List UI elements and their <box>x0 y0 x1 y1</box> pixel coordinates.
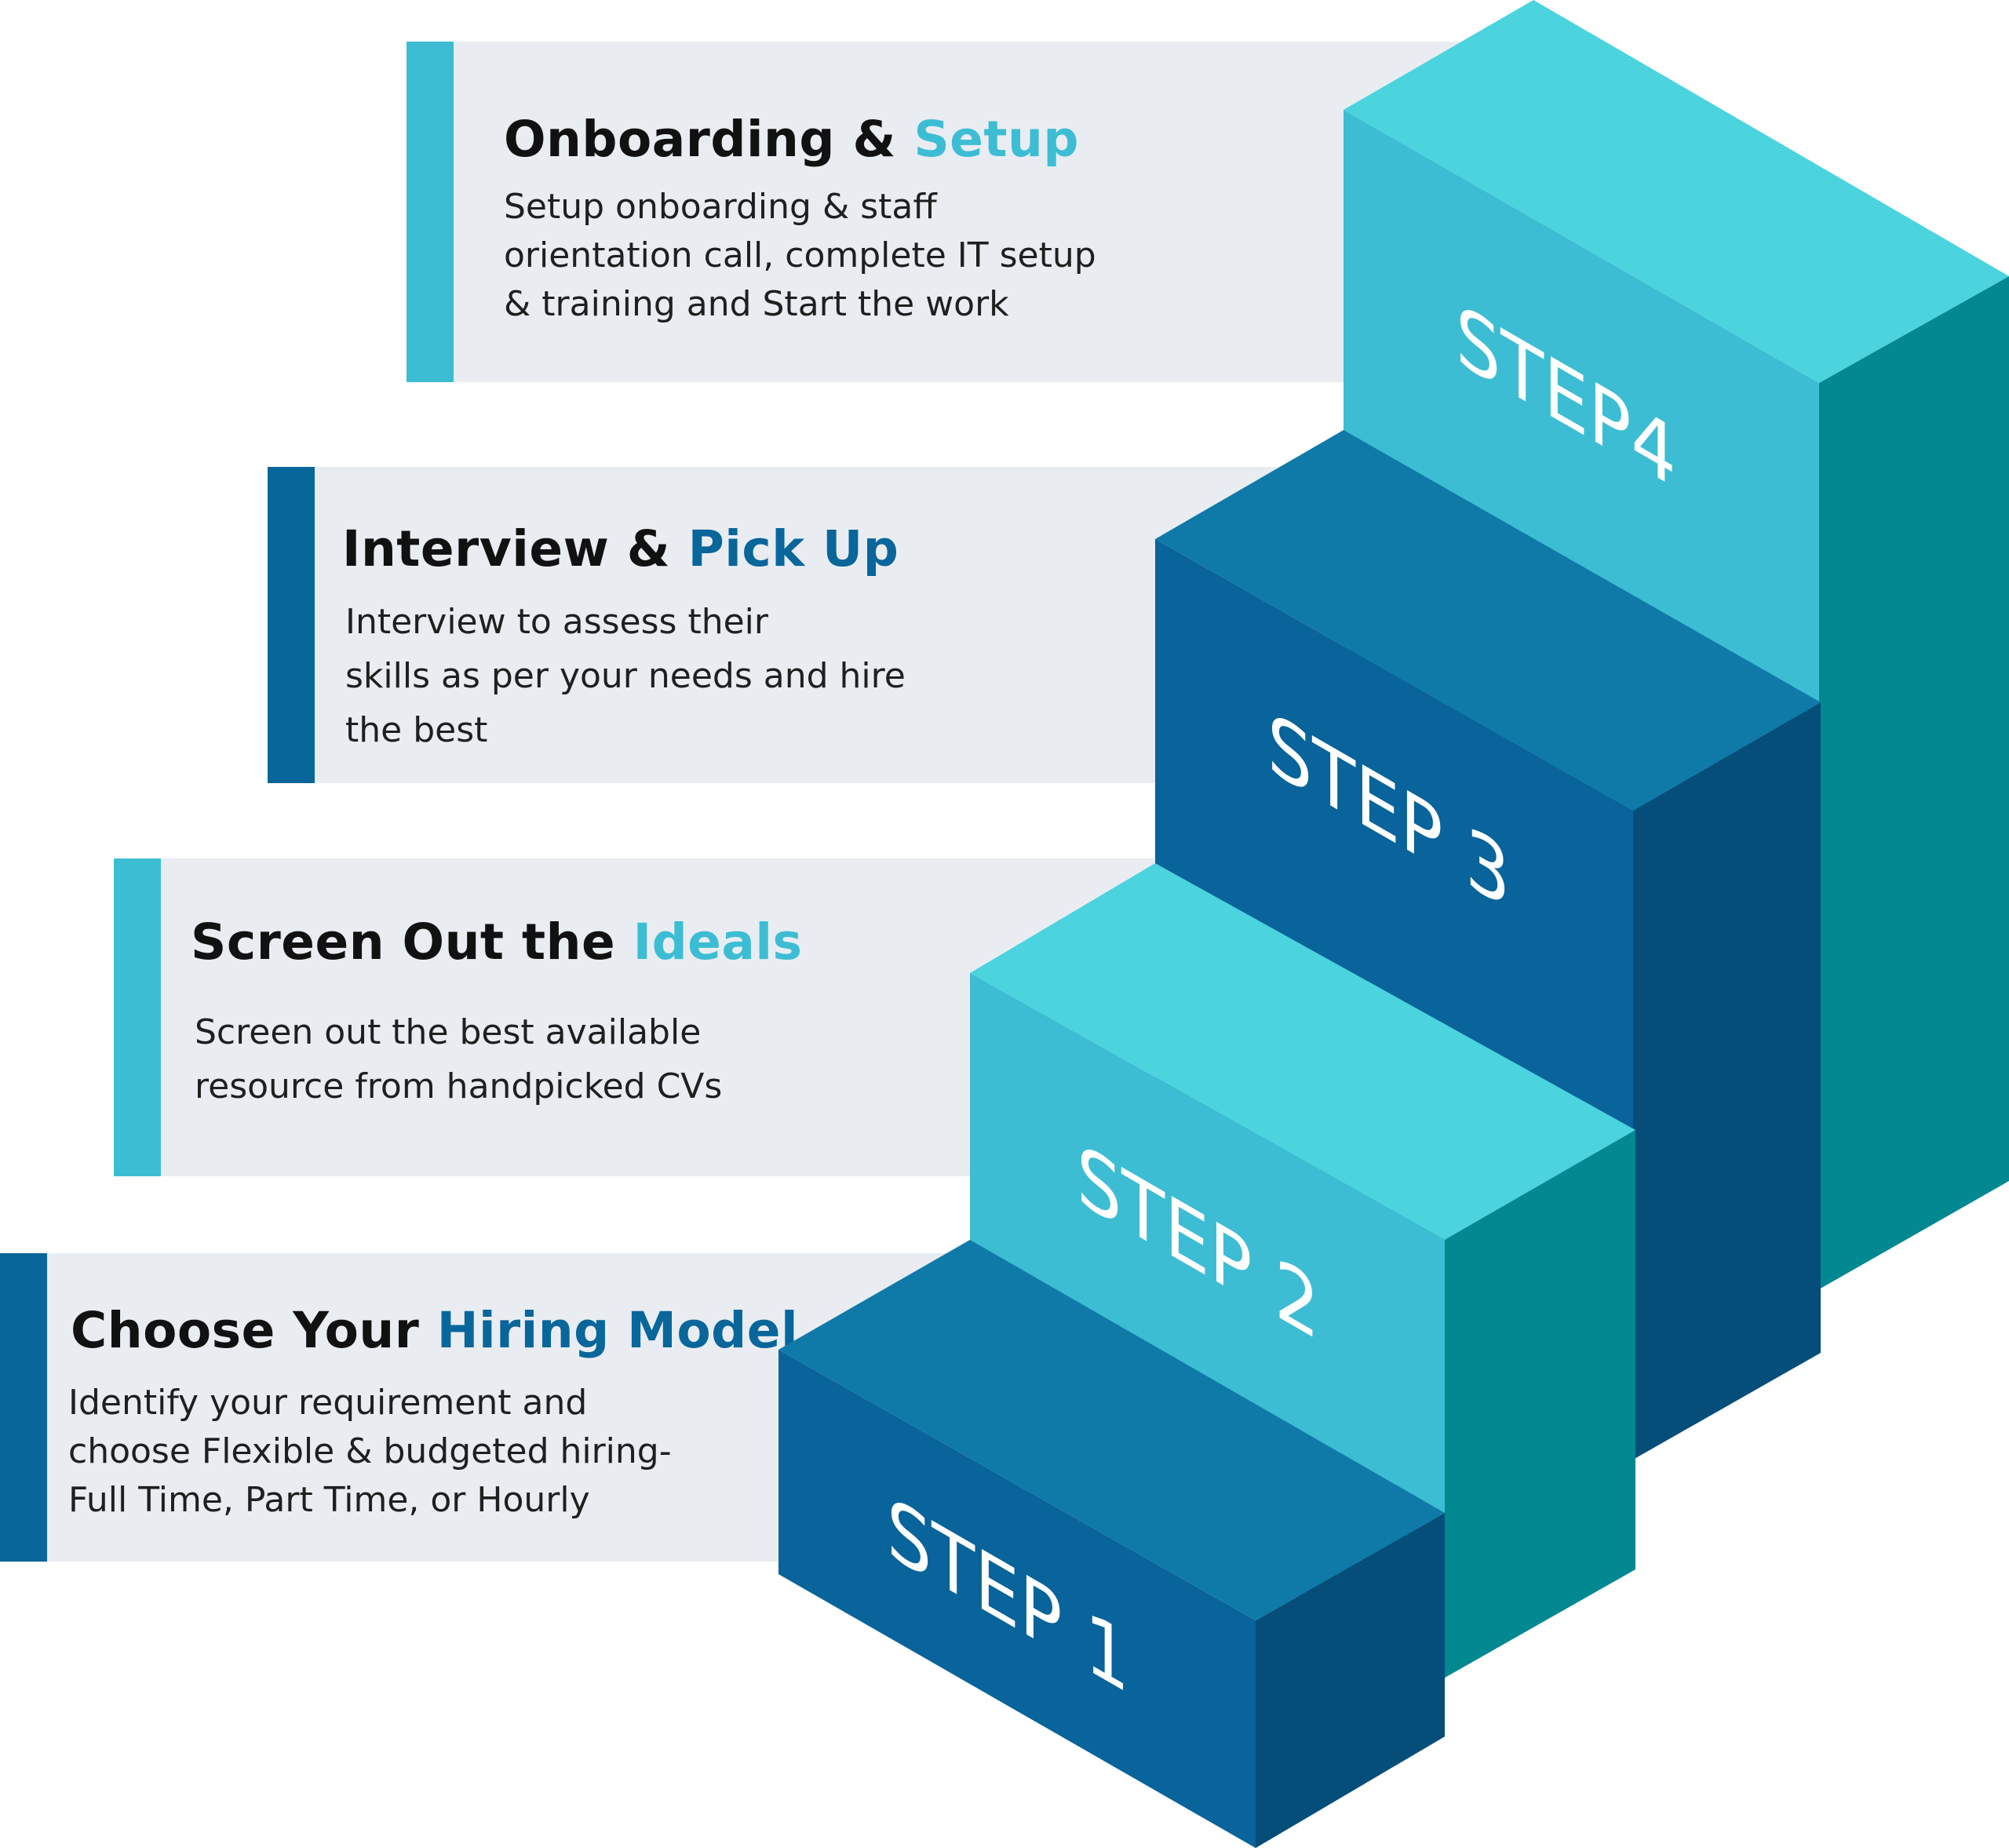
step-1-description: Identify your requirement and choose Fle… <box>68 1379 672 1525</box>
step-3-title-main: Interview & <box>342 520 688 578</box>
step-3-desc-line: Interview to assess their <box>345 602 768 642</box>
step-1-desc-line: Full Time, Part Time, or Hourly <box>68 1480 590 1520</box>
step-3-title: Interview & Pick Up <box>342 520 899 578</box>
step-1-side-face <box>1256 1513 1445 1848</box>
step-1-title-main: Choose Your <box>71 1302 437 1359</box>
step-3-top-face <box>1155 430 1821 811</box>
step-4-description: Setup onboarding & staff orientation cal… <box>504 183 1096 329</box>
step-3-side-face <box>1633 702 1821 1460</box>
step-2-top-face <box>970 863 1635 1240</box>
step-2-side-face <box>1445 1130 1635 1678</box>
step-3-description: Interview to assess their skills as per … <box>345 595 906 757</box>
step-4-accent-bar <box>407 42 454 382</box>
step-4-desc-line: orientation call, complete IT setup <box>504 235 1096 275</box>
step-1-accent-bar <box>0 1253 47 1562</box>
step-4-title: Onboarding & Setup <box>504 111 1079 168</box>
step-3-desc-line: the best <box>345 710 488 750</box>
step-4-title-highlight: Setup <box>913 111 1079 168</box>
step-3-desc-line: skills as per your needs and hire <box>345 656 906 696</box>
step-1-front-face <box>778 1350 1256 1848</box>
step-4-side-face <box>1819 276 2009 1289</box>
step-2-title: Screen Out the Ideals <box>191 913 803 971</box>
step-2-description: Screen out the best available resource f… <box>195 1005 722 1114</box>
step-2-title-main: Screen Out the <box>191 913 633 971</box>
step-3-accent-bar <box>268 467 315 783</box>
step-2-desc-line: resource from handpicked CVs <box>195 1066 723 1106</box>
step-1-top-face <box>778 1240 1445 1620</box>
step-4-desc-line: & training and Start the work <box>504 284 1009 324</box>
step-2-accent-bar <box>114 858 161 1176</box>
step-4-desc-line: Setup onboarding & staff <box>504 187 937 227</box>
step-3-title-highlight: Pick Up <box>687 520 899 578</box>
step-1-title-highlight: Hiring Model <box>436 1302 799 1359</box>
step-1-desc-line: Identify your requirement and <box>68 1383 588 1423</box>
step-1-title: Choose Your Hiring Model <box>71 1302 798 1359</box>
step-4-top-face <box>1344 0 2009 383</box>
step-1-desc-line: choose Flexible & budgeted hiring- <box>68 1431 672 1471</box>
step-2-desc-line: Screen out the best available <box>195 1012 702 1052</box>
step-2-title-highlight: Ideals <box>633 913 803 971</box>
step-4-title-main: Onboarding & <box>504 111 914 168</box>
step-1-block <box>778 1240 1445 1848</box>
